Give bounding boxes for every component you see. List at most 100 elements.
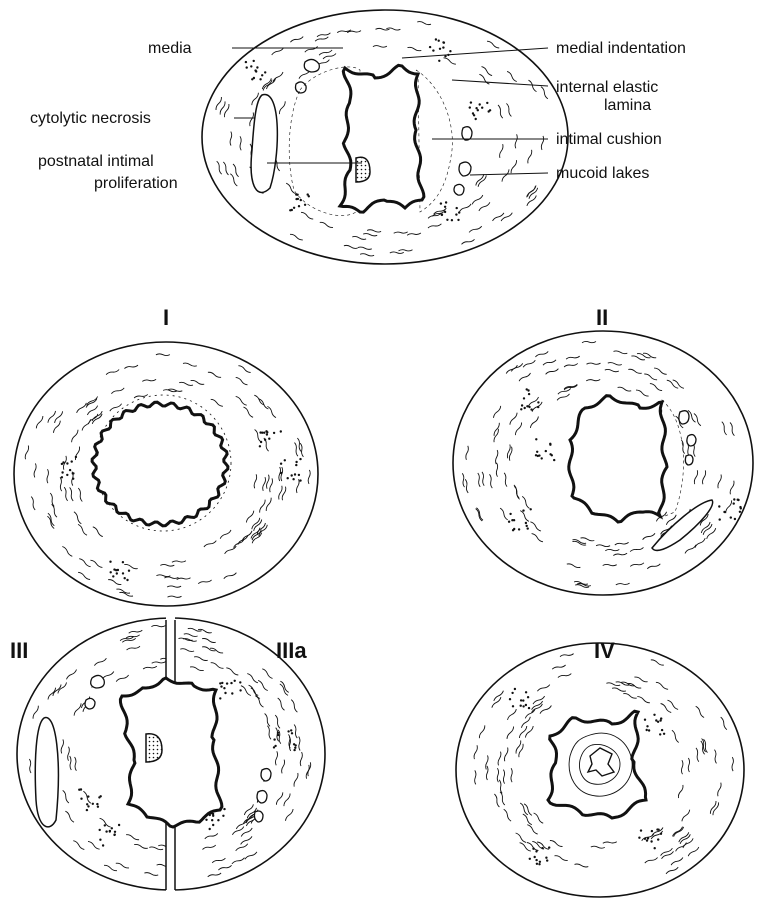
media-fiber [297,438,301,451]
media-fiber [460,204,472,212]
media-fiber [282,487,286,501]
media-fiber [696,706,704,717]
reference-mucoid-lake [459,162,471,176]
media-fiber [247,674,258,683]
media-dot [545,450,547,452]
media-dot [534,856,536,858]
media-fiber [574,864,588,867]
media-dot [657,829,659,831]
media-dot [723,511,725,513]
media-fiber [527,825,537,834]
media-dot [481,107,483,109]
media-fiber [721,717,727,730]
media-fiber [300,443,303,457]
media-fiber [494,794,499,807]
media-fiber [278,698,285,710]
media-fiber [487,41,499,48]
media-dot [253,60,255,62]
media-fiber [596,545,610,547]
media-fiber [284,794,290,807]
reference-mucoid-lake [296,82,307,93]
media-dot [718,505,720,507]
media-fiber [504,809,511,821]
stage-label-IV: IV [594,638,615,663]
media-fiber [77,403,87,413]
media-dot [661,729,663,731]
media-fiber [249,685,259,695]
media-dot [291,209,293,211]
media-fiber [505,747,508,761]
media-dot [264,439,266,441]
media-dot [654,847,656,849]
media-dot [444,211,446,213]
media-fiber [179,382,193,385]
media-fiber [73,841,84,850]
media-fiber [718,475,721,489]
media-fiber [520,803,528,815]
media-dot [250,65,252,67]
media-fiber [191,380,205,384]
media-fiber [550,840,563,846]
media-fiber [252,518,260,529]
media-dot [87,805,89,807]
media-fiber [650,384,662,391]
media-dot [528,393,530,395]
media-fiber [144,873,158,876]
media-fiber [502,169,509,181]
media-fiber [236,820,247,829]
media-dot [438,40,440,42]
media-fiber [230,174,237,186]
media-fiber [494,406,501,418]
media-dot [96,803,98,805]
media-fiber [108,580,121,585]
media-fiber [124,564,137,568]
media-fiber [511,768,512,782]
media-dot [290,729,292,731]
media-fiber [78,488,82,501]
media-fiber [52,504,57,517]
media-dot [69,469,71,471]
media-dot [239,689,241,691]
media-fiber [116,675,128,682]
stage-II-lumen [569,396,667,522]
media-fiber [528,150,532,164]
media-dot [126,579,128,581]
media-fiber [53,685,61,696]
media-fiber [541,87,548,99]
media-dot [268,438,270,440]
stage-I-lumen [92,402,228,526]
media-fiber [515,423,521,436]
media-fiber [218,865,231,870]
media-fiber [644,374,657,380]
media-fiber [88,841,100,849]
media-dot [657,838,659,840]
media-dot [261,74,263,76]
media-fiber [272,48,284,55]
label-postnatal-intimal: postnatal intimal [38,153,154,170]
media-fiber [407,233,421,235]
media-fiber [224,573,237,579]
media-fiber [503,770,504,784]
media-dot [205,819,207,821]
media-fiber [301,212,313,219]
media-dot [220,685,222,687]
media-dot [109,830,111,832]
media-dot [122,561,124,563]
media-fiber [111,388,124,394]
media-dot [525,522,527,524]
media-dot [520,699,522,701]
media-fiber [696,748,699,762]
media-fiber [694,470,697,484]
media-fiber [265,714,270,727]
media-fiber [127,646,140,650]
media-fiber [462,473,464,487]
media-dot [442,46,444,48]
media-dot [66,474,68,476]
media-fiber [241,686,251,696]
media-fiber [217,161,222,174]
media-fiber [530,522,541,531]
media-dot [128,570,130,572]
media-fiber [102,671,114,679]
media-dot [440,202,442,204]
label-medial-indentation: medial indentation [556,40,686,57]
